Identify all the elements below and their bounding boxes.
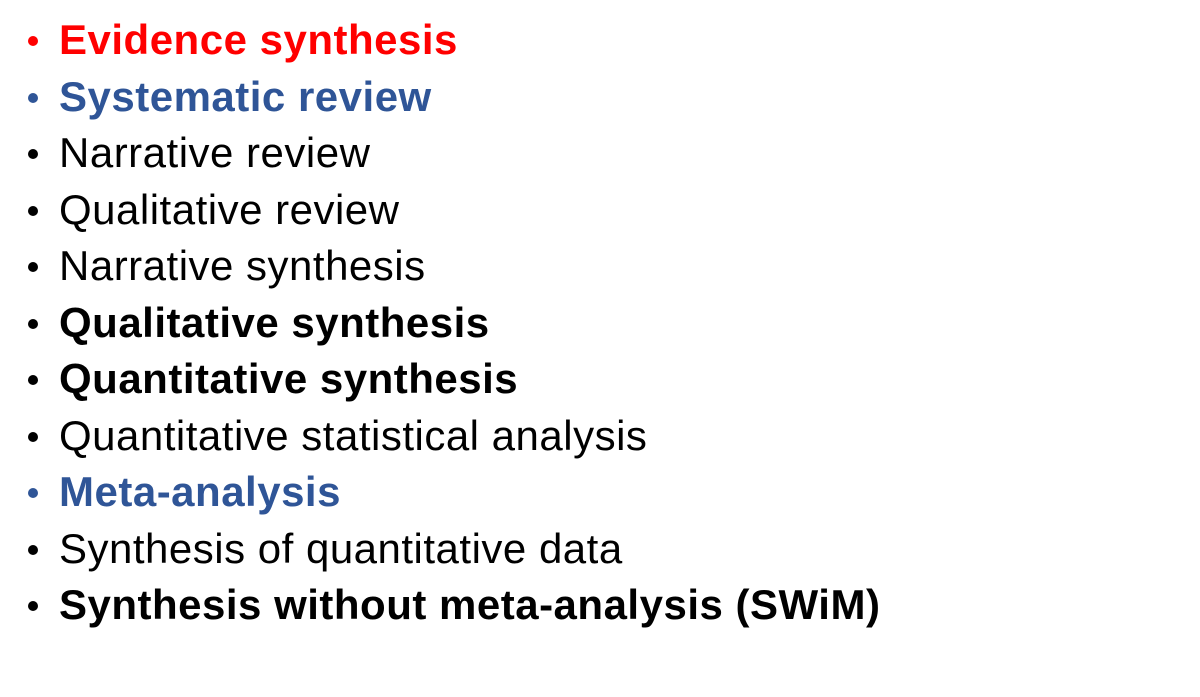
item-text: Meta-analysis <box>59 468 341 515</box>
bullet-icon <box>28 544 38 555</box>
bullet-icon <box>28 36 38 46</box>
item-text: Evidence synthesis <box>59 16 458 63</box>
bullet-icon <box>28 149 38 159</box>
list-item: Qualitative synthesis <box>24 295 880 352</box>
item-text: Narrative review <box>59 129 371 176</box>
item-text: Quantitative synthesis <box>59 355 519 402</box>
bullet-list: Evidence synthesis Systematic review Nar… <box>24 12 880 634</box>
item-text: Synthesis without meta-analysis (SWiM) <box>59 581 881 628</box>
bullet-icon <box>28 601 38 611</box>
item-text: Qualitative synthesis <box>59 298 490 346</box>
list-item: Meta-analysis <box>24 464 880 521</box>
list-item: Synthesis without meta-analysis (SWiM) <box>24 577 880 634</box>
bullet-icon <box>28 262 38 272</box>
list-item: Quantitative synthesis <box>24 351 880 408</box>
bullet-icon <box>28 375 38 385</box>
list-item: Systematic review <box>24 69 880 126</box>
item-text: Systematic review <box>59 72 432 120</box>
bullet-icon <box>28 318 38 329</box>
bullet-icon <box>28 205 38 216</box>
bullet-icon <box>28 92 38 103</box>
bullet-icon <box>28 431 38 442</box>
bullet-icon <box>28 488 38 498</box>
item-text: Quantitative statistical analysis <box>59 411 648 459</box>
item-text: Qualitative review <box>59 185 400 233</box>
list-item: Evidence synthesis <box>24 12 880 69</box>
item-text: Narrative synthesis <box>59 242 426 289</box>
list-item: Qualitative review <box>24 182 880 239</box>
list-item: Narrative review <box>24 125 880 182</box>
list-item: Synthesis of quantitative data <box>24 521 880 578</box>
list-item: Narrative synthesis <box>24 238 880 295</box>
list-item: Quantitative statistical analysis <box>24 408 880 465</box>
item-text: Synthesis of quantitative data <box>59 524 623 572</box>
